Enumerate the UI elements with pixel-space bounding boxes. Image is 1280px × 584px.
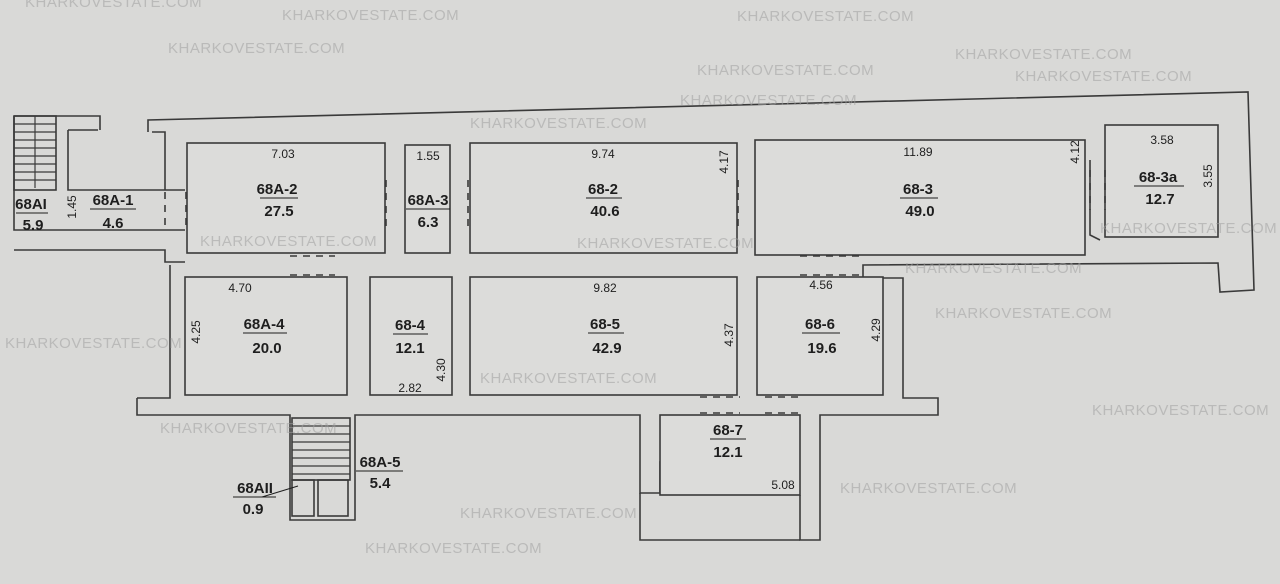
watermark: KHARKOVESTATE.COM [160, 420, 338, 437]
room-id: 68-3 [903, 181, 933, 198]
watermark: KHARKOVESTATE.COM [577, 235, 755, 252]
dimension: 4.12 [1068, 140, 1082, 164]
watermark: KHARKOVESTATE.COM [168, 40, 346, 57]
room-68A-3 [404, 144, 451, 254]
room-area: 5.4 [370, 475, 392, 492]
watermark: KHARKOVESTATE.COM [25, 0, 203, 11]
room-label-68-2: 68-2 40.6 [586, 181, 622, 220]
room-label-68A-4: 68A-4 20.0 [243, 316, 287, 357]
watermark: KHARKOVESTATE.COM [680, 92, 858, 109]
watermark: KHARKOVESTATE.COM [935, 305, 1113, 322]
room-label-68A-5: 68A-5 5.4 [356, 454, 403, 492]
room-68-5 [469, 276, 738, 396]
watermark: KHARKOVESTATE.COM [1015, 68, 1193, 85]
dimension-labels: 1.45 7.03 1.55 9.74 4.17 11.89 4.12 3.58… [65, 133, 1215, 492]
room-id: 68-5 [590, 316, 620, 333]
dimension: 2.82 [398, 381, 422, 395]
watermark: KHARKOVESTATE.COM [200, 233, 378, 250]
room-68A-2 [186, 142, 386, 254]
room-68A-4 [184, 276, 348, 396]
room-id: 68A-3 [408, 192, 449, 209]
dimension: 4.56 [809, 278, 833, 292]
staircase-bottom-left [291, 417, 351, 517]
room-label-68A-2: 68A-2 27.5 [257, 181, 298, 220]
watermark: KHARKOVESTATE.COM [365, 540, 543, 557]
room-area: 12.1 [713, 444, 742, 461]
room-area: 6.3 [418, 214, 439, 231]
room-area: 42.9 [592, 340, 621, 357]
watermark: KHARKOVESTATE.COM [737, 8, 915, 25]
dimension: 9.74 [591, 147, 615, 161]
room-label-68-6: 68-6 19.6 [802, 316, 840, 357]
room-id: 68A-1 [93, 192, 134, 209]
dimension: 4.30 [434, 358, 448, 382]
watermark: KHARKOVESTATE.COM [470, 115, 648, 132]
watermark: KHARKOVESTATE.COM [5, 335, 183, 352]
dimension: 4.29 [869, 318, 883, 342]
watermark: KHARKOVESTATE.COM [480, 370, 658, 387]
room-id: 68-3a [1139, 169, 1178, 186]
room-label-68A-3: 68A-3 6.3 [406, 192, 450, 231]
room-label-68AI: 68AI 5.9 [15, 196, 48, 234]
dimension: 4.37 [722, 323, 736, 347]
room-68-3a [1104, 124, 1219, 238]
watermark: KHARKOVESTATE.COM [905, 260, 1083, 277]
dimension: 3.58 [1150, 133, 1174, 147]
room-area: 27.5 [264, 203, 293, 220]
room-id: 68-4 [395, 317, 426, 334]
watermark: KHARKOVESTATE.COM [460, 505, 638, 522]
room-area: 12.1 [395, 340, 424, 357]
dimension: 4.25 [189, 320, 203, 344]
room-area: 5.9 [23, 217, 44, 234]
room-68-6 [756, 276, 884, 396]
dimension: 7.03 [271, 147, 295, 161]
room-area: 40.6 [590, 203, 619, 220]
room-area: 20.0 [252, 340, 281, 357]
rooms [184, 124, 1219, 496]
room-area: 49.0 [905, 203, 934, 220]
dimension: 11.89 [903, 145, 932, 159]
dimension: 9.82 [593, 281, 617, 295]
room-label-68-3a: 68-3a 12.7 [1134, 169, 1184, 208]
room-label-68AII: 68AII 0.9 [233, 480, 299, 518]
watermark: KHARKOVESTATE.COM [840, 480, 1018, 497]
room-label-68-7: 68-7 12.1 [710, 422, 746, 461]
room-id: 68AI [15, 196, 47, 213]
room-id: 68AII [237, 480, 273, 497]
watermark: KHARKOVESTATE.COM [1092, 402, 1270, 419]
room-area: 19.6 [807, 340, 836, 357]
room-id: 68-2 [588, 181, 618, 198]
dimension: 3.55 [1201, 164, 1215, 188]
doorways [164, 170, 1106, 414]
dimension: 1.55 [416, 149, 440, 163]
dimension: 5.08 [771, 478, 795, 492]
dimension: 4.70 [228, 281, 252, 295]
room-id: 68A-5 [360, 454, 401, 471]
room-label-68A-1: 68A-1 4.6 [90, 192, 136, 232]
room-id: 68A-4 [244, 316, 286, 333]
room-id: 68-6 [805, 316, 835, 333]
room-68-4 [369, 276, 453, 396]
room-id: 68-7 [713, 422, 743, 439]
dimension: 1.45 [65, 195, 79, 219]
dimension: 4.17 [717, 150, 731, 174]
room-label-68-4: 68-4 12.1 [393, 317, 428, 357]
room-label-68-5: 68-5 42.9 [588, 316, 624, 357]
watermark: KHARKOVESTATE.COM [955, 46, 1133, 63]
staircase-top-left [13, 115, 57, 191]
room-area: 4.6 [103, 215, 124, 232]
room-label-68-3: 68-3 49.0 [900, 181, 938, 220]
watermark: KHARKOVESTATE.COM [282, 7, 460, 24]
watermark: KHARKOVESTATE.COM [1100, 220, 1278, 237]
watermark: KHARKOVESTATE.COM [697, 62, 875, 79]
room-area: 12.7 [1145, 191, 1174, 208]
room-68-7 [659, 414, 801, 496]
room-id: 68A-2 [257, 181, 298, 198]
room-area: 0.9 [243, 501, 264, 518]
